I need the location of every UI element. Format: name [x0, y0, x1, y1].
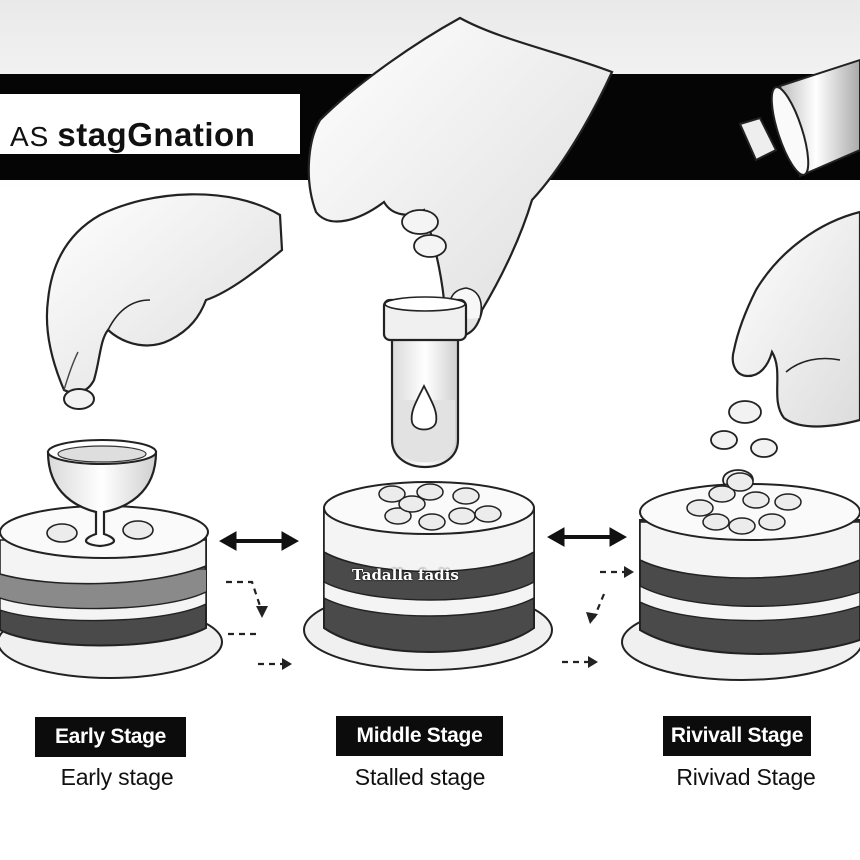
stage-caption-early: Early stage — [60, 764, 174, 790]
goblet-icon — [46, 439, 158, 548]
dashed-arrow-icon — [226, 570, 626, 666]
stage-caption-middle: Stalled stage — [354, 764, 486, 790]
stage-tag-middle: Middle Stage — [336, 716, 503, 756]
pill-bottle-icon — [738, 58, 860, 178]
stage-tag-early: Early Stage — [35, 717, 186, 757]
header-prefix: AS — [10, 121, 50, 152]
stage-cake-revival — [621, 472, 860, 681]
right-hand-icon — [710, 210, 860, 491]
left-hand-icon — [45, 193, 284, 410]
dashed-arrow-heads — [256, 566, 634, 670]
cake-imprint-text: Tadalla fadis — [352, 566, 459, 584]
stage-cake-middle — [303, 481, 553, 671]
stage-cake-early — [0, 505, 223, 679]
center-hand-icon — [307, 16, 614, 338]
pill-vial-icon — [382, 296, 468, 469]
stage-tag-revival: Rivivall Stage — [663, 716, 811, 756]
header-panel — [0, 94, 860, 180]
header-title-box — [0, 94, 300, 154]
header-title-text: stagGnation — [57, 116, 256, 153]
stage-caption-revival: Rivivad Stage — [676, 764, 816, 790]
double-arrow-icon — [218, 527, 628, 551]
